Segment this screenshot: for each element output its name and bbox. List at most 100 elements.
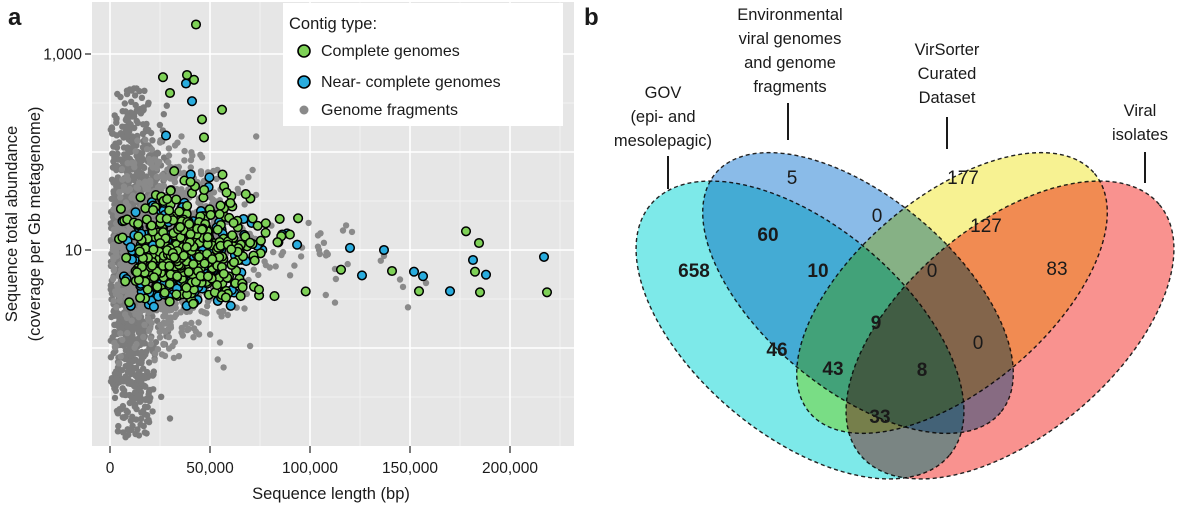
scatter-point — [181, 282, 192, 293]
scatter-point — [228, 257, 240, 268]
scatter-point — [121, 123, 128, 131]
legend-marker — [297, 44, 311, 58]
scatter-point — [175, 353, 183, 360]
scatter-point — [139, 372, 147, 380]
scatter-point — [125, 350, 133, 358]
scatter-point — [163, 102, 170, 109]
scatter-point — [135, 192, 146, 203]
scatter-point — [131, 267, 143, 278]
scatter-point — [118, 166, 126, 173]
scatter-point — [213, 175, 220, 183]
scatter-point — [117, 232, 128, 243]
scatter-point — [186, 96, 198, 107]
scatter-point — [241, 201, 248, 208]
scatter-point — [137, 105, 144, 113]
scatter-point — [195, 331, 203, 338]
scatter-point — [132, 101, 139, 109]
scatter-point — [378, 244, 390, 256]
venn-count-a: 658 — [678, 261, 710, 282]
scatter-point — [187, 164, 194, 171]
scatter-point — [241, 305, 248, 312]
scatter-point — [130, 207, 141, 218]
scatter-point — [190, 19, 202, 30]
scatter-point — [110, 297, 117, 305]
scatter-point — [116, 139, 123, 146]
scatter-point — [211, 280, 223, 291]
legend-marker — [299, 105, 309, 115]
scatter-point — [130, 350, 137, 357]
scatter-point — [132, 401, 139, 408]
scatter-point — [181, 157, 188, 164]
scatter-point — [136, 395, 144, 403]
scatter-point — [217, 169, 228, 180]
venn-count-bd: 0 — [973, 333, 984, 354]
scatter-point — [110, 179, 117, 186]
scatter-point — [144, 315, 152, 322]
scatter-point — [164, 166, 171, 173]
scatter-point — [182, 200, 193, 211]
scatter-point — [166, 314, 174, 322]
scatter-point — [245, 237, 256, 248]
scatter-point — [135, 360, 143, 367]
scatter-point — [117, 194, 124, 201]
scatter-point — [422, 279, 430, 287]
scatter-point — [225, 197, 236, 209]
scatter-point — [168, 306, 175, 313]
scatter-point — [178, 133, 185, 140]
scatter-point — [148, 146, 155, 153]
venn-set-label-line: Environmental — [737, 6, 842, 24]
scatter-point — [157, 72, 169, 83]
venn-count-d: 83 — [1046, 259, 1067, 280]
scatter-point — [140, 333, 147, 341]
scatter-point — [155, 238, 166, 249]
scatter-point — [178, 250, 189, 261]
scatter-point — [115, 422, 122, 430]
scatter-point — [146, 325, 154, 332]
scatter-point — [119, 176, 126, 183]
scatter-point — [253, 133, 260, 140]
scatter-point — [178, 324, 185, 332]
scatter-point — [143, 146, 151, 153]
scatter-point — [203, 310, 210, 317]
scatter-point — [408, 266, 420, 277]
scatter-point — [132, 372, 139, 379]
scatter-point — [188, 319, 195, 327]
scatter-point — [335, 264, 347, 275]
venn-count-abcd: 9 — [871, 313, 882, 334]
scatter-point — [122, 434, 129, 441]
x-axis-title: Sequence length (bp) — [252, 485, 410, 503]
scatter-point — [165, 145, 173, 152]
scatter-point — [541, 287, 553, 298]
scatter-point — [162, 194, 173, 205]
scatter-point — [199, 258, 210, 269]
scatter-point — [110, 256, 117, 263]
scatter-point — [227, 230, 238, 241]
legend-item-label: Genome fragments — [321, 102, 458, 119]
scatter-point — [137, 304, 144, 311]
scatter-point — [131, 344, 138, 351]
y-axis-title-line2: (coverage per Gb metagenome) — [26, 107, 44, 342]
venn-count-abd: 8 — [917, 360, 928, 381]
scatter-point — [156, 121, 164, 129]
scatter-point — [131, 92, 139, 99]
scatter-point — [198, 132, 210, 143]
scatter-point — [255, 235, 266, 246]
scatter-point — [274, 213, 285, 224]
scatter-point — [119, 159, 127, 166]
scatter-point — [130, 325, 138, 332]
scatter-point — [133, 184, 140, 191]
scatter-point — [119, 429, 127, 436]
scatter-point — [417, 271, 429, 282]
scatter-point — [159, 287, 170, 298]
scatter-point — [114, 282, 121, 290]
scatter-point — [164, 205, 175, 216]
scatter-series — [113, 19, 553, 309]
scatter-point — [141, 87, 148, 95]
scatter-point — [115, 360, 123, 367]
scatter-point — [134, 426, 141, 433]
y-tick-label: 1,000 — [43, 47, 82, 64]
scatter-point — [399, 283, 407, 291]
scatter-point — [185, 176, 196, 187]
